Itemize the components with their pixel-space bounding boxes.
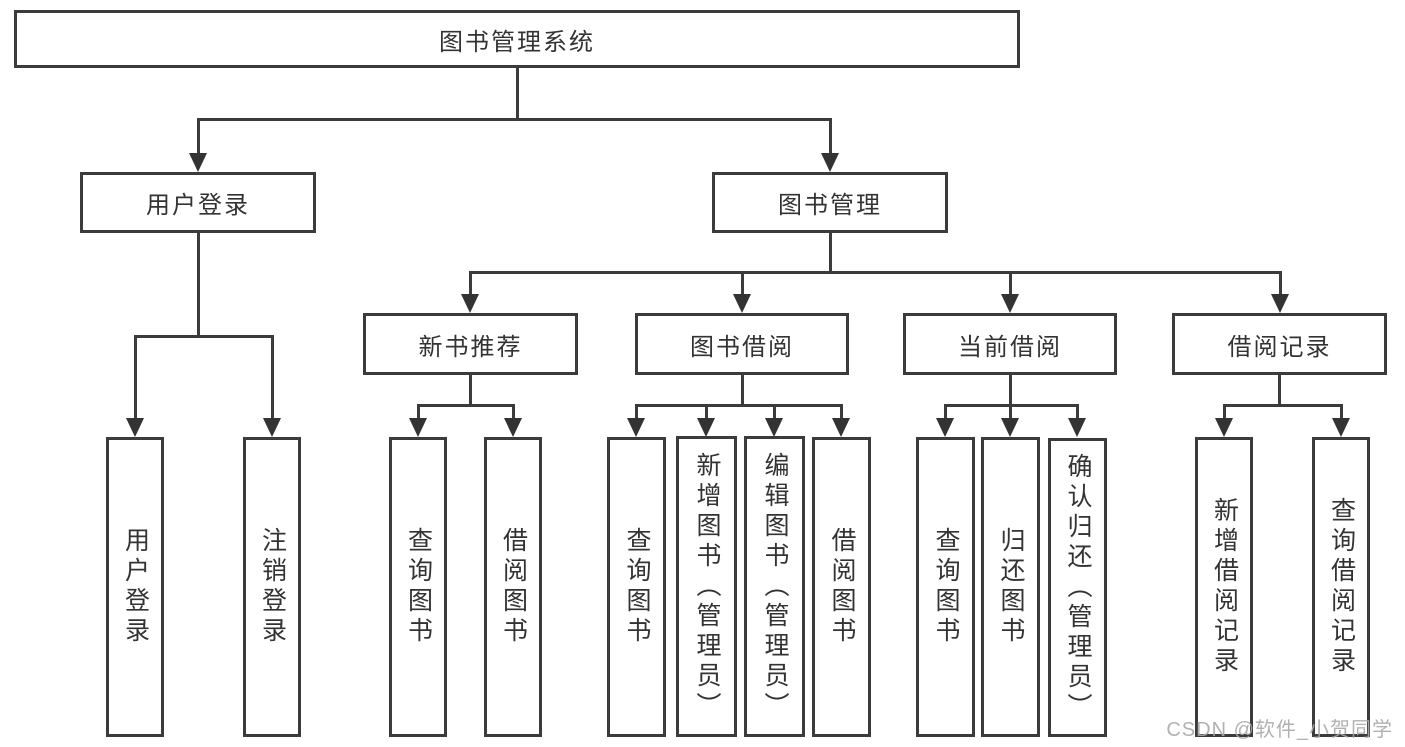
arrow-down-icon bbox=[1001, 418, 1019, 437]
arrow-down-icon bbox=[189, 153, 207, 172]
arrow-down-icon bbox=[697, 418, 715, 437]
arrow-down-icon bbox=[821, 153, 839, 172]
node-leaf-user-login: 用户登录 bbox=[106, 437, 164, 737]
connector-shaft bbox=[839, 405, 843, 418]
node-label-leaf-query-book-b: 查询图书 bbox=[623, 527, 651, 647]
connector-shaft bbox=[133, 336, 137, 418]
node-label-leaf-confirm-return: 确认归还（管理员） bbox=[1064, 452, 1092, 723]
connector-stem bbox=[1008, 375, 1012, 405]
connector-shaft bbox=[511, 405, 515, 418]
connector-shaft bbox=[196, 119, 200, 153]
connector-stem bbox=[828, 233, 832, 272]
node-new-book-recommend: 新书推荐 bbox=[363, 313, 578, 375]
node-label-leaf-add-book: 新增图书（管理员） bbox=[693, 451, 721, 722]
node-label-book-borrow: 图书借阅 bbox=[690, 333, 794, 361]
arrow-down-icon bbox=[126, 418, 144, 437]
arrow-down-icon bbox=[263, 418, 281, 437]
node-label-root: 图书管理系统 bbox=[439, 28, 595, 56]
connector-stem bbox=[196, 233, 200, 336]
node-current-borrow: 当前借阅 bbox=[903, 313, 1117, 375]
arrow-down-icon bbox=[733, 294, 751, 313]
connector-stem bbox=[468, 375, 472, 405]
node-root: 图书管理系统 bbox=[14, 10, 1020, 68]
connector-shaft bbox=[270, 336, 274, 418]
csdn-watermark: CSDN @软件_小贺同学 bbox=[1166, 719, 1393, 741]
arrow-down-icon bbox=[461, 294, 479, 313]
node-leaf-query-book-c: 查询图书 bbox=[916, 437, 975, 737]
connector-shaft bbox=[1222, 405, 1226, 418]
arrow-down-icon bbox=[1332, 418, 1350, 437]
connector-shaft bbox=[1008, 405, 1012, 418]
node-label-current-borrow: 当前借阅 bbox=[958, 333, 1062, 361]
node-label-user-login: 用户登录 bbox=[146, 192, 250, 219]
node-label-leaf-edit-book: 编辑图书（管理员） bbox=[761, 451, 789, 722]
node-leaf-add-record: 新增借阅记录 bbox=[1195, 437, 1253, 737]
node-leaf-edit-book: 编辑图书（管理员） bbox=[744, 436, 805, 737]
node-label-borrow-records: 借阅记录 bbox=[1227, 333, 1332, 361]
node-user-login: 用户登录 bbox=[80, 172, 316, 233]
node-label-leaf-borrow-book-a: 借阅图书 bbox=[499, 527, 528, 647]
connector-shaft bbox=[416, 405, 420, 418]
arrow-down-icon bbox=[504, 418, 522, 437]
connector-shaft bbox=[704, 405, 708, 418]
connector-shaft bbox=[772, 405, 776, 418]
node-label-leaf-user-login: 用户登录 bbox=[121, 527, 150, 647]
node-leaf-return-book: 归还图书 bbox=[981, 437, 1040, 737]
arrow-down-icon bbox=[832, 418, 850, 437]
arrow-down-icon bbox=[1271, 294, 1289, 313]
connector-shaft bbox=[740, 272, 744, 294]
node-label-leaf-query-book-c: 查询图书 bbox=[932, 527, 960, 647]
node-borrow-records: 借阅记录 bbox=[1172, 313, 1387, 375]
connector-shaft bbox=[468, 272, 472, 294]
node-leaf-borrow-book-a: 借阅图书 bbox=[484, 437, 542, 737]
node-leaf-add-book: 新增图书（管理员） bbox=[676, 436, 737, 737]
arrow-down-icon bbox=[409, 418, 427, 437]
connector-shaft bbox=[1008, 272, 1012, 294]
node-leaf-logout: 注销登录 bbox=[243, 437, 301, 737]
node-leaf-query-book-a: 查询图书 bbox=[389, 437, 447, 737]
node-label-new-book-recommend: 新书推荐 bbox=[418, 333, 523, 361]
node-label-book-management: 图书管理 bbox=[778, 192, 882, 219]
node-label-leaf-return-book: 归还图书 bbox=[997, 527, 1025, 647]
node-label-leaf-add-record: 新增借阅记录 bbox=[1210, 497, 1239, 677]
arrow-down-icon bbox=[1068, 418, 1086, 437]
node-leaf-confirm-return: 确认归还（管理员） bbox=[1048, 438, 1107, 737]
connector-shaft bbox=[1075, 405, 1079, 418]
connector-rail bbox=[416, 403, 515, 407]
node-label-leaf-logout: 注销登录 bbox=[258, 527, 287, 647]
connector-stem bbox=[1277, 375, 1281, 405]
arrow-down-icon bbox=[1215, 418, 1233, 437]
connector-stem bbox=[515, 68, 519, 119]
node-book-borrow: 图书借阅 bbox=[635, 313, 849, 375]
node-label-leaf-query-book-a: 查询图书 bbox=[404, 527, 433, 647]
arrow-down-icon bbox=[1001, 294, 1019, 313]
connector-shaft bbox=[828, 119, 832, 153]
connector-rail bbox=[1222, 403, 1343, 407]
connector-rail bbox=[468, 270, 1282, 274]
connector-stem bbox=[740, 375, 744, 405]
connector-shaft bbox=[1278, 272, 1282, 294]
connector-shaft bbox=[1339, 405, 1343, 418]
node-book-management: 图书管理 bbox=[712, 172, 948, 233]
arrow-down-icon bbox=[627, 418, 645, 437]
connector-shaft bbox=[634, 405, 638, 418]
node-leaf-query-record: 查询借阅记录 bbox=[1312, 437, 1370, 737]
node-label-leaf-borrow-book-b: 借阅图书 bbox=[828, 527, 856, 647]
connector-rail bbox=[634, 403, 843, 407]
connector-rail bbox=[133, 334, 274, 338]
node-leaf-query-book-b: 查询图书 bbox=[607, 437, 666, 737]
connector-rail bbox=[196, 117, 832, 121]
connector-shaft bbox=[943, 405, 947, 418]
arrow-down-icon bbox=[765, 418, 783, 437]
node-label-leaf-query-record: 查询借阅记录 bbox=[1327, 497, 1356, 677]
arrow-down-icon bbox=[936, 418, 954, 437]
node-leaf-borrow-book-b: 借阅图书 bbox=[812, 437, 871, 737]
